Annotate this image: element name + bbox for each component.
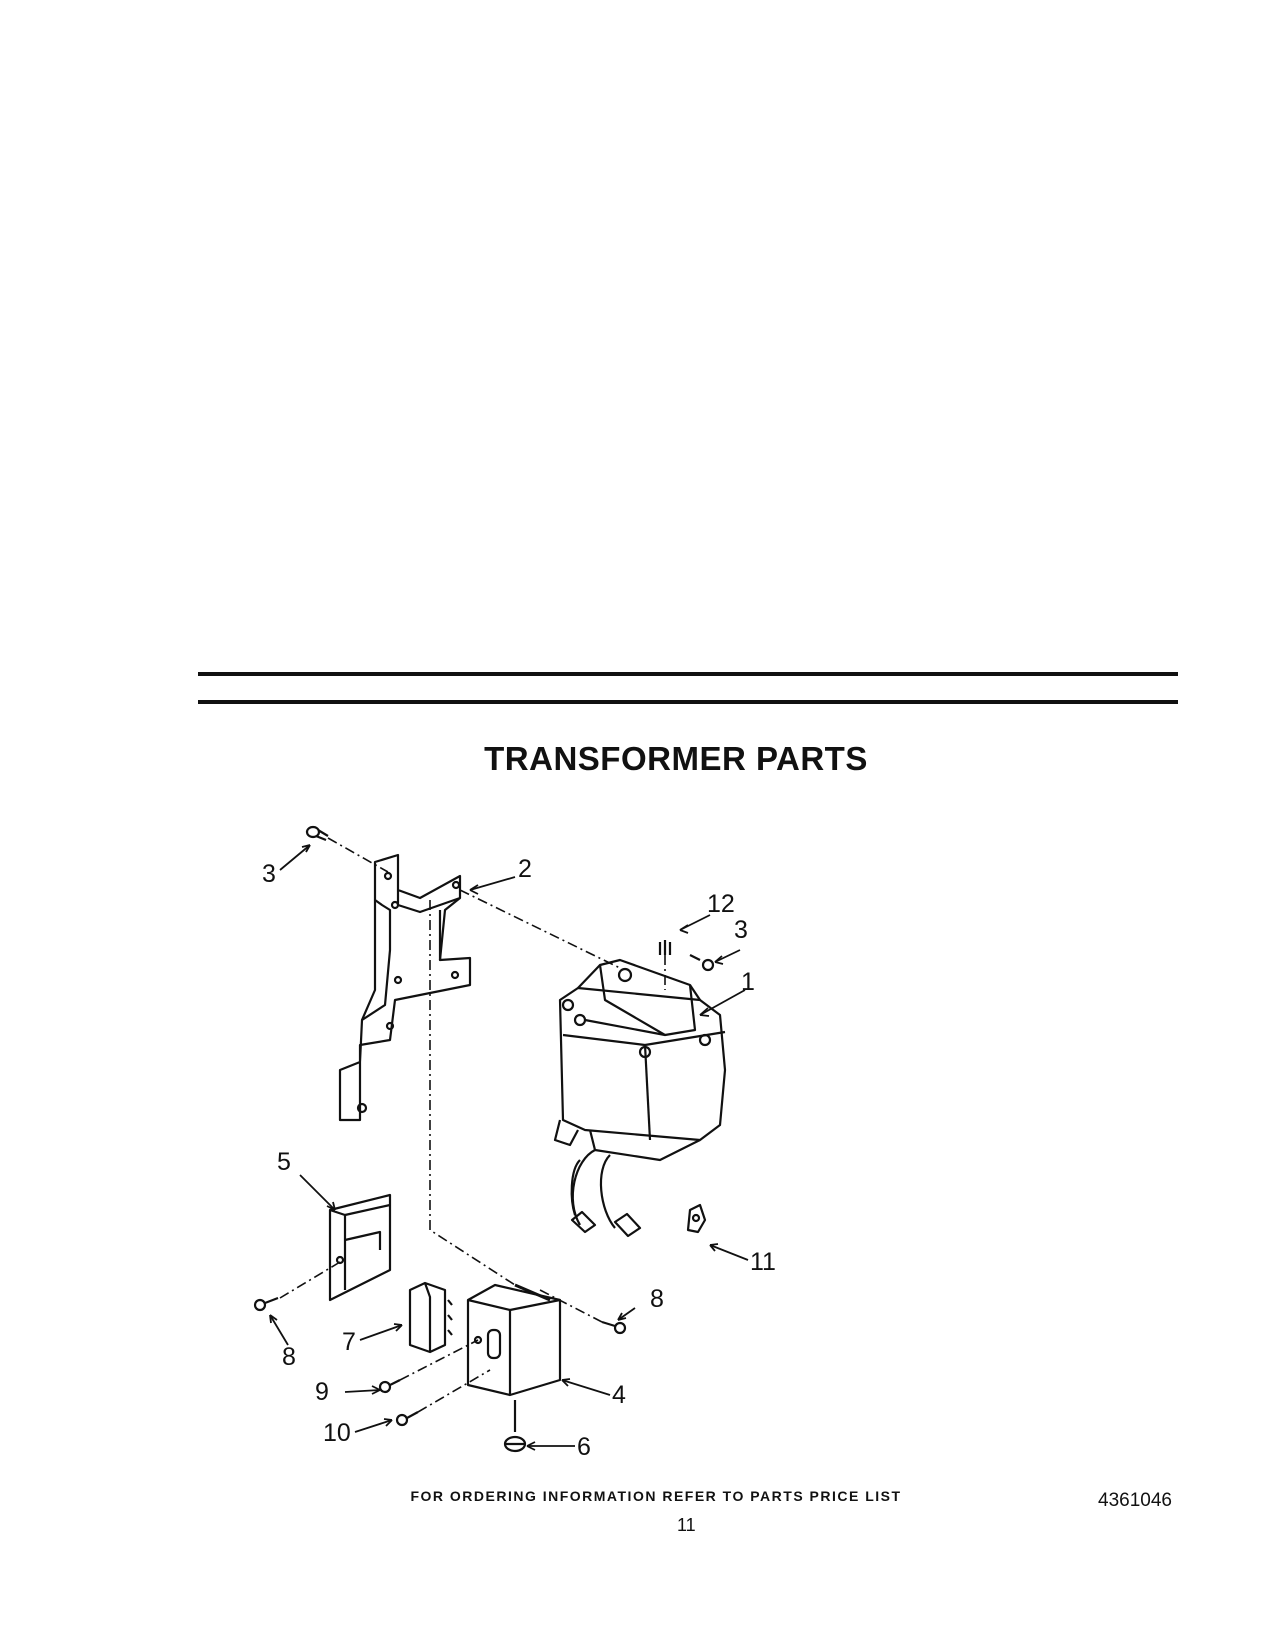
callout-3-right: 3: [734, 916, 748, 944]
callout-3-left: 3: [262, 860, 276, 888]
page-number: 11: [677, 1515, 696, 1535]
screw-top-left: [305, 825, 329, 842]
clip-part: [686, 1203, 707, 1234]
callout-8-right: 8: [650, 1285, 664, 1313]
screw-part-10: [395, 1411, 419, 1427]
leader-arrows: [269, 844, 749, 1451]
assembly-lines: [279, 837, 666, 1413]
document-number: 4361046: [1098, 1490, 1172, 1511]
nut-part: [503, 1400, 527, 1453]
callout-8-left: 8: [282, 1343, 296, 1371]
callout-5: 5: [277, 1148, 291, 1176]
callout-12: 12: [707, 890, 735, 918]
bracket-part: [338, 853, 472, 1122]
capacitor-box-part: [466, 1283, 562, 1397]
ordering-note: FOR ORDERING INFORMATION REFER TO PARTS …: [410, 1488, 902, 1504]
callout-10: 10: [323, 1419, 351, 1447]
callout-7: 7: [342, 1328, 356, 1356]
callout-4: 4: [612, 1381, 626, 1409]
callout-1: 1: [741, 968, 755, 996]
screw-part-8-left: [253, 1296, 279, 1312]
callout-6: 6: [577, 1433, 591, 1461]
screw-part-8-right: [601, 1320, 627, 1335]
cutout-and-screw: [658, 940, 715, 972]
terminal-block-part: [408, 1281, 453, 1354]
callout-11: 11: [750, 1248, 776, 1276]
cover-part: [328, 1193, 392, 1302]
transformer-part: [553, 958, 727, 1238]
callout-9: 9: [315, 1378, 329, 1406]
callout-2: 2: [518, 855, 532, 883]
page-title: TRANSFORMER PARTS: [484, 740, 868, 777]
bottom-rule: [198, 700, 1178, 704]
screw-part-9: [378, 1379, 401, 1394]
top-rule: [198, 672, 1178, 676]
